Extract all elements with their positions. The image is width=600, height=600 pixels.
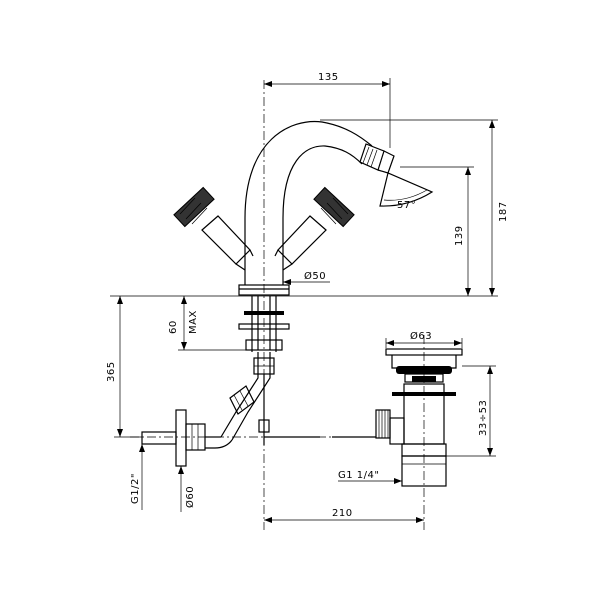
dim-spout-reach: 135 (264, 72, 391, 148)
svg-text:G1/2": G1/2" (130, 473, 141, 504)
svg-text:210: 210 (332, 508, 353, 519)
dim-waste-adjustment: 33÷53 (446, 365, 496, 457)
right-handle (274, 186, 355, 271)
dim-centre-distance: 210 (264, 508, 424, 523)
aerator (359, 143, 395, 174)
right-handle-knurl (320, 197, 349, 225)
dim-rosette-diameter: Ø60 (178, 466, 196, 512)
dim-waste-thread: G1 1/4" (338, 470, 402, 484)
svg-text:G1 1/4": G1 1/4" (338, 470, 379, 481)
dim-waste-diameter: Ø63 (385, 330, 463, 348)
svg-text:MAX: MAX (188, 310, 199, 334)
dim-body-diameter: Ø50 (283, 270, 330, 285)
svg-text:Ø50: Ø50 (304, 270, 326, 282)
svg-text:60: 60 (168, 320, 179, 334)
svg-text:33÷53: 33÷53 (478, 400, 489, 436)
dim-spout-height: 139 (400, 166, 474, 296)
dim-supply-length: 365 (106, 296, 142, 438)
dim-max-deck-thickness: 60 MAX (168, 296, 246, 351)
svg-text:Ø60: Ø60 (184, 486, 196, 508)
svg-text:365: 365 (106, 361, 117, 382)
left-handle-knurl (179, 197, 208, 225)
left-handle (173, 186, 254, 271)
spray-angle-fan (379, 172, 434, 207)
svg-text:139: 139 (454, 225, 465, 246)
svg-text:187: 187 (498, 201, 509, 222)
dim-inlet-thread: G1/2" (130, 444, 145, 510)
popup-waste (375, 348, 463, 487)
faucet-body (238, 120, 395, 296)
fixing-assembly (141, 296, 376, 467)
svg-text:Ø63: Ø63 (410, 330, 432, 342)
svg-text:135: 135 (318, 72, 339, 83)
center-lines (130, 80, 425, 530)
dim-total-height: 187 (320, 119, 509, 297)
dim-spray-angle: 57° (397, 200, 416, 211)
